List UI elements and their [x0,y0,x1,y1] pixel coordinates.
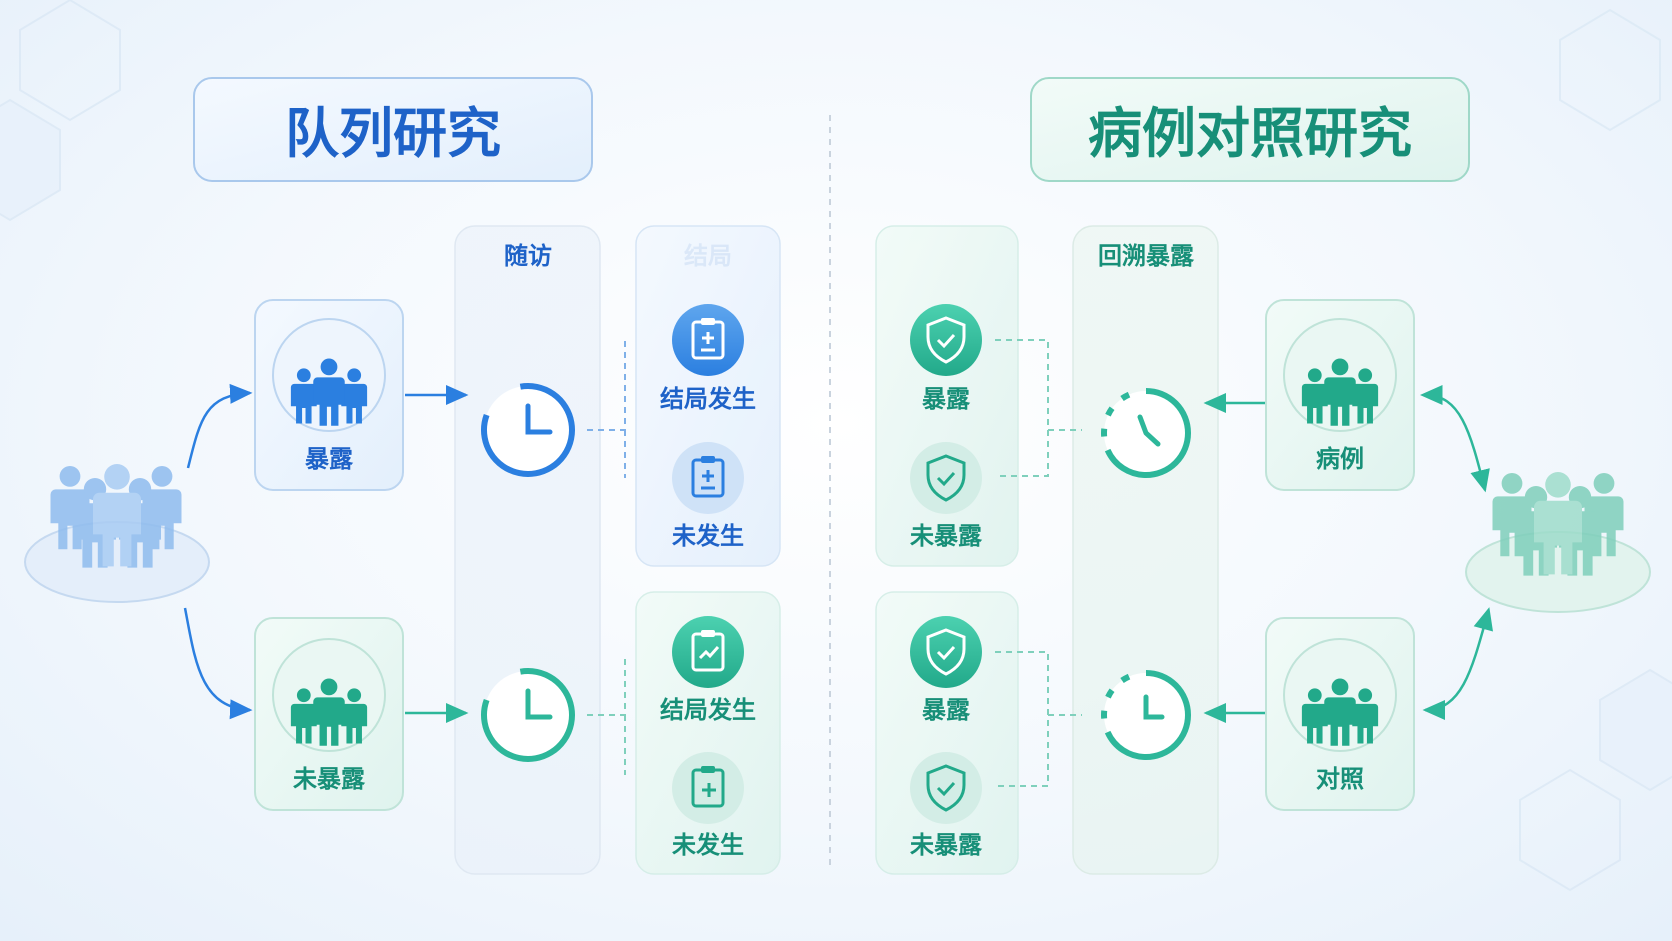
shield-icon-exposed-1 [910,304,982,376]
arrow-to-exposed [186,383,253,469]
shield-icon-unexposed-2 [910,752,982,824]
unexposed-label-1: 未暴露 [910,522,983,550]
outcome-not-label-1: 未发生 [672,522,744,550]
followup-column-label: 随访 [504,242,552,270]
outcome-occurred-label-2: 结局发生 [660,696,756,724]
clipboard-icon-outcome-occurred-2 [672,616,744,688]
clipboard-icon-outcome-not-1 [672,442,744,514]
exposure-box-control [875,591,1019,875]
retro-column-label: 回溯暴露 [1098,242,1195,270]
case-control-title: 病例对照研究 [1088,102,1412,165]
outcome-box-unexposed [635,591,781,875]
case-control-title-box [1030,77,1470,182]
arrow-to-unexposed [183,607,253,720]
retro-clock-icon-case [1101,388,1191,478]
exposed-group-label: 暴露 [305,445,354,473]
exposed-label-1: 暴露 [922,385,971,413]
retro-clock-icon-control [1101,670,1191,760]
exposed-label-2: 暴露 [922,696,971,724]
background-hexagons [0,0,1672,892]
shield-icon-exposed-2 [910,616,982,688]
outcome-occurred-label-1: 结局发生 [660,385,756,413]
connector-exposed-outcomes [587,340,626,478]
control-group-label: 对照 [1316,765,1364,793]
retro-column [1072,225,1219,875]
shield-icon-unexposed-1 [910,442,982,514]
connector-case-exposure [995,339,1082,477]
arrow-population-control [1422,607,1493,720]
cohort-title: 队列研究 [285,102,501,165]
unexposed-label-2: 未暴露 [910,831,983,859]
followup-clock-icon-exposed [481,382,575,477]
clipboard-icon-outcome-not-2 [672,752,744,824]
connector-control-exposure [995,651,1082,787]
outcome-box-exposed [635,225,781,567]
arrow-population-case [1420,385,1490,493]
cohort-title-box [193,77,593,182]
clipboard-icon-outcome-occurred-1 [672,304,744,376]
connector-unexposed-outcomes [587,655,626,775]
case-control-population-icon [1465,472,1651,613]
followup-column [454,225,601,875]
cohort-population-icon [24,464,210,603]
case-group-label: 病例 [1316,445,1364,473]
outcome-not-label-2: 未发生 [672,831,744,859]
followup-clock-icon-unexposed [481,668,575,763]
unexposed-group-label: 未暴露 [293,765,366,793]
